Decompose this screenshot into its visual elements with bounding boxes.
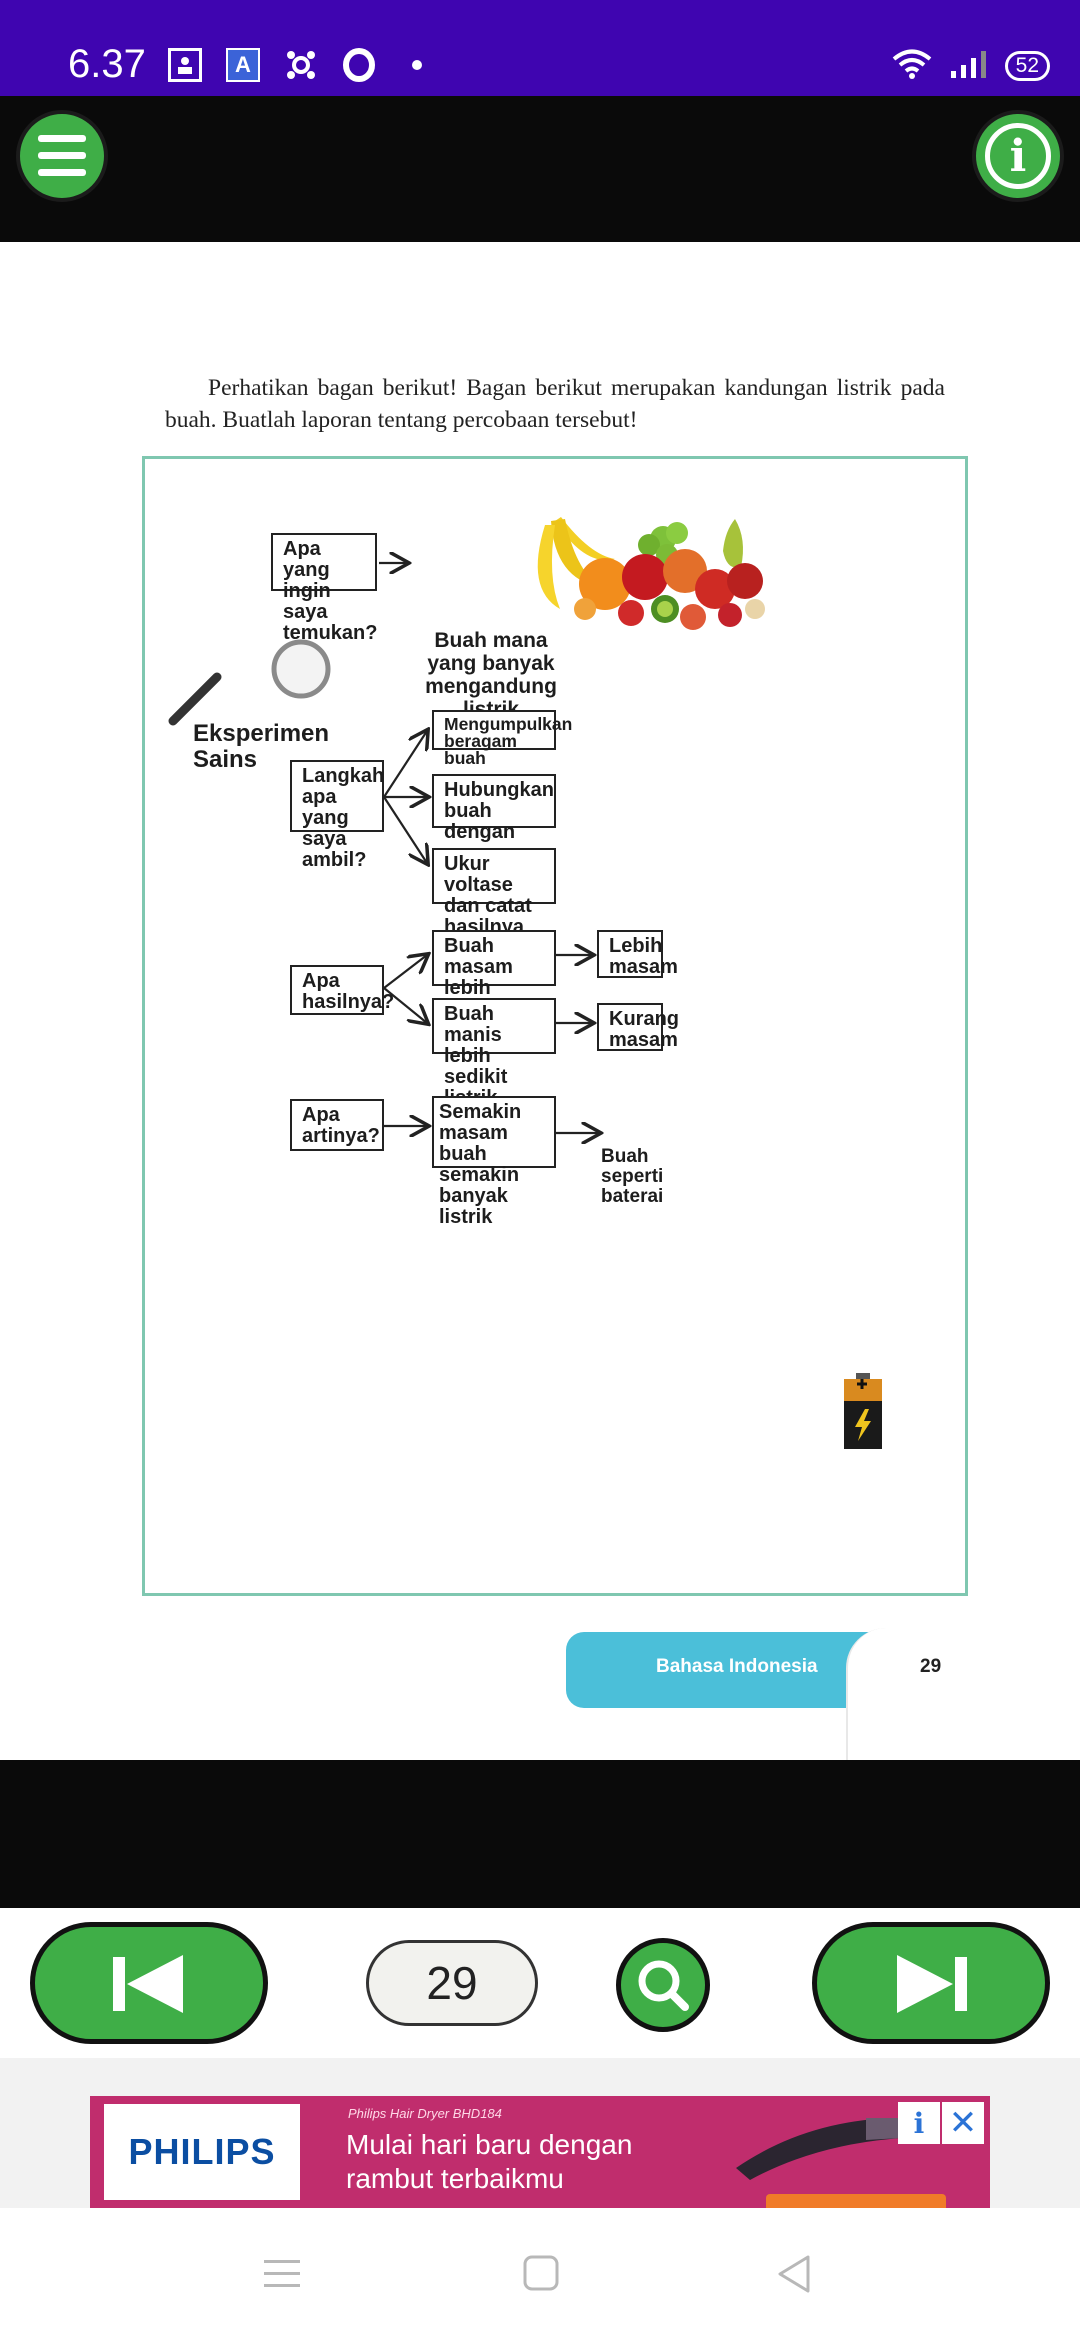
skip-previous-icon (113, 1955, 183, 2013)
page-divider-band (0, 1760, 1080, 1908)
outcome-less-sour-box: Kurang masam (597, 1003, 679, 1051)
page-number-input[interactable]: 29 (366, 1940, 538, 2026)
question-find-box: Apa yang ingin saya temukan? (271, 533, 377, 644)
notification-icon (168, 48, 202, 82)
question-steps-box: Langkah apa yang saya ambil? (290, 760, 384, 871)
magnifier-icon (168, 639, 331, 726)
status-time: 6.37 (68, 42, 146, 86)
battery-image (844, 1373, 882, 1449)
home-icon[interactable] (522, 2254, 560, 2292)
status-right-icons: 52 (891, 48, 1050, 84)
app-bar: i (0, 96, 1080, 242)
ad-area: PHILIPS Philips Hair Dryer BHD184 Mulai … (0, 2058, 1080, 2208)
result-sweet-box: Buah manis lebih sedikit listrik (432, 998, 556, 1109)
ad-cta-button[interactable] (766, 2194, 946, 2208)
ad-product-text: Philips Hair Dryer BHD184 (348, 2106, 502, 2121)
wifi-icon (891, 48, 933, 84)
reader-controls: 29 (0, 1908, 1080, 2058)
page-number-tab (846, 1628, 1080, 1760)
back-icon[interactable] (776, 2254, 812, 2294)
battery-indicator: 52 (1004, 51, 1050, 81)
meaning-box: Semakin masam buah semakin banyak listri… (432, 1096, 556, 1228)
step-collect-box: Mengumpulkan beragam buah (432, 710, 572, 767)
footer-subject-label: Bahasa Indonesia (656, 1656, 818, 1677)
ad-banner[interactable]: PHILIPS Philips Hair Dryer BHD184 Mulai … (90, 2096, 990, 2208)
next-page-button[interactable] (812, 1922, 1050, 2044)
ad-brand-logo: PHILIPS (104, 2104, 300, 2200)
step-measure-box: Ukur voltase dan catat hasilnya (432, 848, 556, 938)
settings-app-icon (284, 48, 318, 82)
fruit-pile-image (537, 517, 765, 630)
dot-icon (400, 48, 434, 82)
fruit-caption: Buah mana yang banyak mengandung listrik (425, 629, 557, 721)
signal-icon (949, 49, 989, 83)
experiment-label: Eksperimen Sains (193, 720, 330, 773)
step-connect-box: Hubungkan buah dengan sensor voltase (432, 774, 556, 885)
recents-icon[interactable] (262, 2256, 302, 2292)
ad-close-icon[interactable]: ✕ (942, 2102, 984, 2144)
info-button[interactable]: i (972, 110, 1064, 202)
hamburger-menu-icon (38, 135, 86, 176)
menu-button[interactable] (16, 110, 108, 202)
outcome-more-sour-box: Lebih masam (597, 930, 678, 978)
question-meaning-box: Apa artinya? (290, 1099, 384, 1151)
result-sour-box: Buah masam lebih banyak listrik (432, 930, 556, 1041)
search-button[interactable] (616, 1938, 710, 2032)
book-page: Perhatikan bagan berikut! Bagan berikut … (0, 242, 1080, 1760)
a-app-icon: A (226, 48, 260, 82)
ad-headline: Mulai hari baru dengan rambut terbaikmu (346, 2129, 633, 2194)
info-icon: i (985, 123, 1051, 189)
previous-page-button[interactable] (30, 1922, 268, 2044)
status-left-icons: A (168, 48, 434, 82)
system-navigation-bar (0, 2208, 1080, 2340)
ad-info-icon[interactable]: i (898, 2102, 940, 2144)
skip-next-icon (897, 1955, 967, 2013)
opera-icon (342, 48, 376, 82)
battery-caption: Buah seperti baterai (601, 1146, 664, 1207)
status-bar: 6.37 A 52 (0, 0, 1080, 96)
experiment-diagram: Apa yang ingin saya temukan? Eksperimen … (142, 456, 968, 1596)
hair-dryer-image (736, 2118, 902, 2180)
question-result-box: Apa hasilnya? (290, 965, 394, 1015)
search-icon (638, 1960, 689, 2011)
intro-paragraph: Perhatikan bagan berikut! Bagan berikut … (165, 375, 945, 433)
page-number-label: 29 (920, 1656, 942, 1677)
